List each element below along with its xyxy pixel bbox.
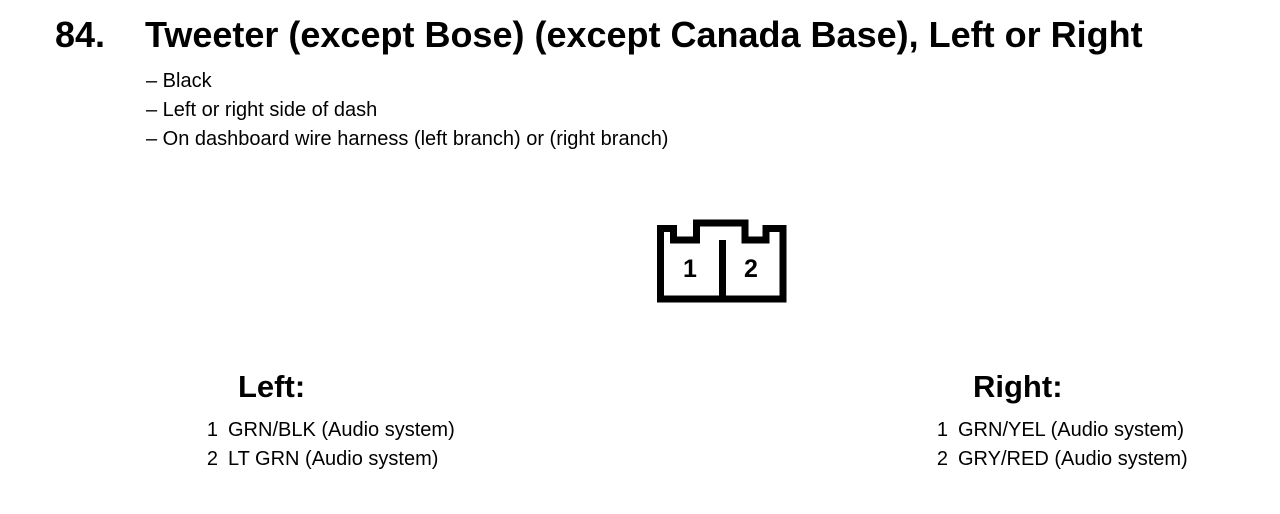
section-heading-left: Left:	[238, 369, 306, 404]
pin-row: 2 LT GRN (Audio system)	[204, 445, 455, 474]
note-line: – Left or right side of dash	[146, 99, 378, 121]
pin-row: 2 GRY/RED (Audio system)	[934, 445, 1188, 474]
pin-label: GRN/BLK (Audio system)	[228, 419, 455, 441]
pin-number: 1	[206, 419, 218, 441]
pin-list-right: 1 GRN/YEL (Audio system) 2 GRY/RED (Audio …	[934, 416, 1188, 474]
pin-number: 2	[206, 448, 218, 470]
pin-label: GRY/RED (Audio system)	[958, 448, 1188, 470]
page-title: Tweeter (except Bose) (except Canada Bas…	[145, 14, 1143, 55]
notes-list: – Black – Left or right side of dash – O…	[146, 67, 668, 154]
pin-number: 1	[936, 419, 948, 441]
connector-face-drawing: 1 2	[657, 219, 787, 303]
connector-pin-2-number: 2	[744, 255, 758, 283]
pin-label: LT GRN (Audio system)	[228, 448, 439, 470]
section-heading-right: Right:	[973, 369, 1063, 404]
connector-diagram: 1 2	[652, 212, 792, 312]
pin-label: GRN/YEL (Audio system)	[958, 419, 1184, 441]
connector-outline	[657, 219, 787, 303]
note-line: – On dashboard wire harness (left branch…	[146, 128, 669, 150]
item-number: 84.	[55, 14, 106, 55]
pin-row: 1 GRN/YEL (Audio system)	[934, 416, 1188, 445]
pin-number: 2	[936, 448, 948, 470]
note-line: – Black	[146, 70, 212, 92]
pin-list-left: 1 GRN/BLK (Audio system) 2 LT GRN (Audio s…	[204, 416, 455, 474]
connector-pin-1-number: 1	[683, 255, 697, 283]
pin-row: 1 GRN/BLK (Audio system)	[204, 416, 455, 445]
